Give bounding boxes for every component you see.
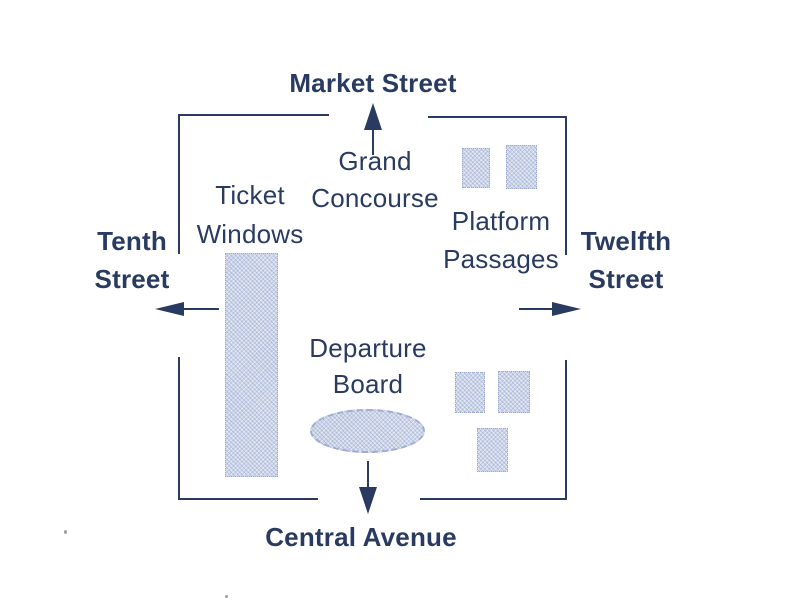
area-label-ticket-windows: Ticket Windows [196, 180, 304, 249]
boundary-right-lower [565, 360, 567, 500]
boundary-left-lower [178, 357, 180, 500]
street-label-tenth: Tenth Street [94, 226, 170, 294]
platform-passage-block-top-1 [462, 148, 490, 188]
platform-passage-block-bottom-1 [455, 372, 485, 413]
street-label-twelfth: Twelfth Street [580, 226, 672, 294]
street-label-central: Central Avenue [265, 522, 457, 552]
scan-speck [225, 595, 228, 598]
boundary-right-upper [565, 116, 567, 255]
ticket-windows-area [225, 253, 278, 477]
platform-passage-block-bottom-3 [477, 428, 508, 472]
boundary-bottom-right [420, 498, 567, 500]
boundary-top-left [178, 114, 329, 116]
arrow-up-icon [362, 103, 384, 155]
boundary-bottom-left [178, 498, 318, 500]
area-label-grand-concourse: Grand Concourse [311, 146, 439, 213]
arrow-left-icon [155, 300, 219, 318]
street-label-market: Market Street [289, 68, 457, 98]
platform-passage-block-top-2 [506, 145, 537, 189]
area-label-platform-passages: Platform Passages [443, 206, 559, 274]
platform-passage-block-bottom-2 [498, 371, 530, 413]
boundary-left-upper [178, 114, 180, 254]
area-label-departure-board: Departure Board [309, 333, 427, 399]
departure-board-area [310, 409, 425, 453]
scan-speck [64, 530, 67, 534]
arrow-right-icon [519, 300, 581, 318]
arrow-down-icon [357, 461, 379, 514]
boundary-top-right [428, 116, 567, 118]
